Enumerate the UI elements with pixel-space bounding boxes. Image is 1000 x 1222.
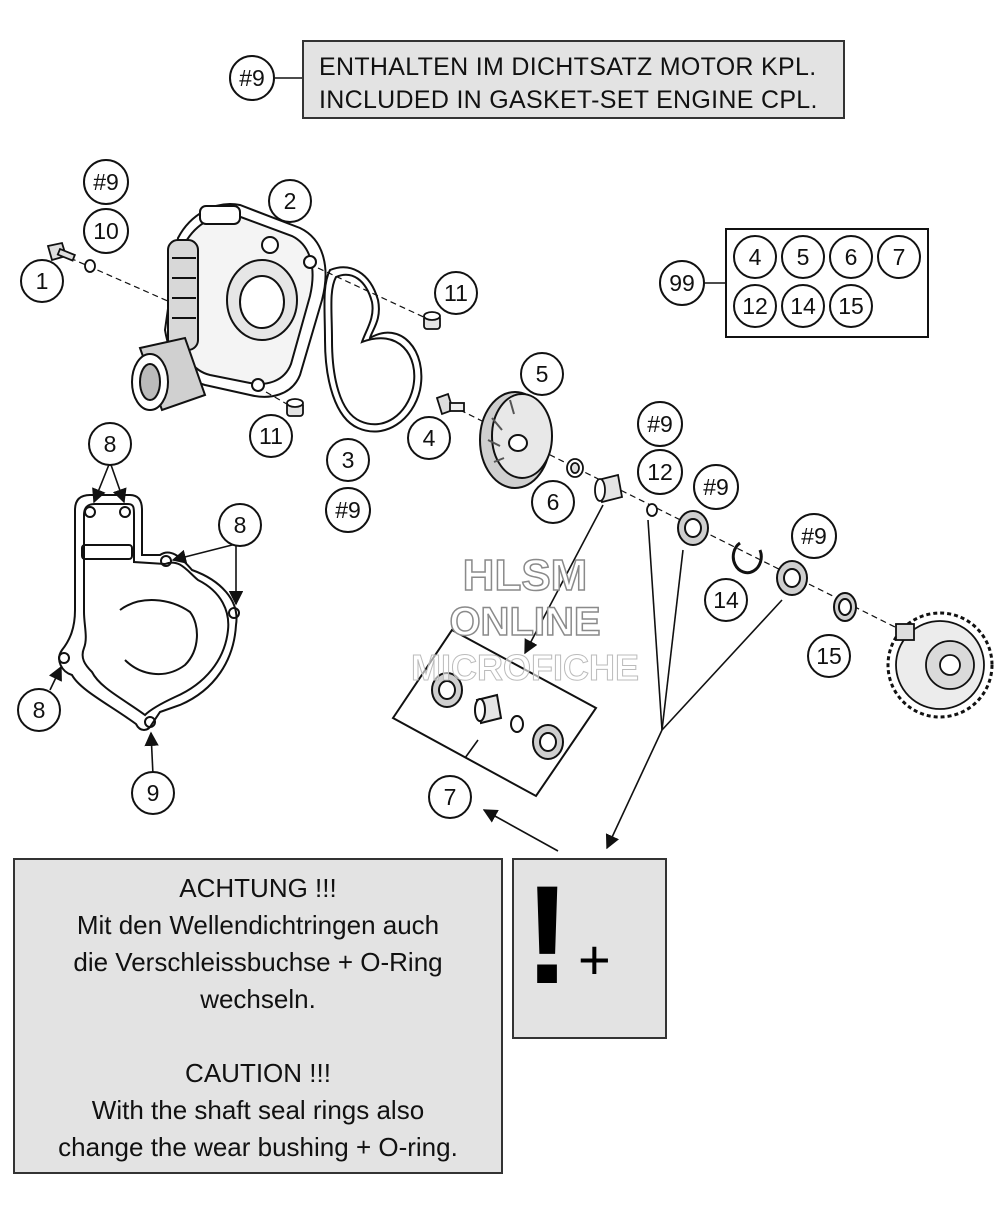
gasket-note-de: ENTHALTEN IM DICHTSATZ MOTOR KPL. <box>319 53 817 81</box>
kit-item-12: 12 <box>733 284 777 328</box>
callout-10: 10 <box>83 208 129 254</box>
plus-icon: + <box>578 928 611 991</box>
svg-text:6: 6 <box>845 244 858 270</box>
callout-12: 12 <box>637 449 683 495</box>
callout-9: 9 <box>131 771 175 815</box>
callout-ref-seal-inner: #9 <box>693 464 739 510</box>
leader-lines <box>48 77 783 852</box>
kit-99: 99 4 5 6 7 12 14 15 <box>659 228 929 338</box>
kit-item-15: 15 <box>829 284 873 328</box>
svg-text:#9: #9 <box>647 411 673 437</box>
svg-text:4: 4 <box>423 425 436 451</box>
pump-gasket-drawing <box>58 494 240 731</box>
callout-8-top: 8 <box>88 422 132 466</box>
warning-box: ! + <box>512 858 667 1039</box>
pump-cover-drawing <box>131 203 327 412</box>
callout-ref-o-ring: #9 <box>637 401 683 447</box>
callout-5: 5 <box>520 352 564 396</box>
callout-ref-gasket: #9 <box>325 487 371 533</box>
svg-text:#9: #9 <box>703 474 729 500</box>
callout-14: 14 <box>704 578 748 622</box>
cover-gasket-drawing <box>323 266 423 433</box>
caution-line-en-2: change the wear bushing + O-ring. <box>58 1132 458 1162</box>
callout-2: 2 <box>268 179 312 223</box>
seal-kit-parts <box>431 672 564 760</box>
callout-11-upper: 11 <box>434 271 478 315</box>
callout-15: 15 <box>807 634 851 678</box>
svg-text:4: 4 <box>749 244 762 270</box>
kit-item-5: 5 <box>781 235 825 279</box>
svg-text:1: 1 <box>36 268 49 294</box>
svg-text:10: 10 <box>93 218 119 244</box>
callout-3: 3 <box>326 438 370 482</box>
svg-text:12: 12 <box>647 459 673 485</box>
svg-text:8: 8 <box>33 697 46 723</box>
bolt-drawing <box>46 241 96 273</box>
caution-title-en: CAUTION !!! <box>185 1058 331 1088</box>
kit-item-7: 7 <box>877 235 921 279</box>
seal-kit-frame <box>391 628 598 798</box>
svg-text:2: 2 <box>284 188 297 214</box>
impeller-drawing <box>479 391 553 489</box>
kit-item-6: 6 <box>829 235 873 279</box>
svg-text:12: 12 <box>742 293 768 319</box>
svg-text:14: 14 <box>713 587 739 613</box>
svg-text:8: 8 <box>234 512 247 538</box>
svg-text:7: 7 <box>893 244 906 270</box>
caution-line-de-3: wechseln. <box>200 984 316 1014</box>
impeller-bolt-drawing <box>435 392 465 416</box>
svg-text:#9: #9 <box>335 497 361 523</box>
exclamation-icon: ! <box>524 856 571 1013</box>
caution-line-en-1: With the shaft seal rings also <box>91 1095 425 1125</box>
svg-text:#9: #9 <box>239 65 265 91</box>
caution-title-de: ACHTUNG !!! <box>179 873 337 903</box>
kit-item-4: 4 <box>733 235 777 279</box>
svg-text:6: 6 <box>547 489 560 515</box>
gear-drawing <box>886 611 994 719</box>
svg-text:#9: #9 <box>801 523 827 549</box>
caution-line-de-2: die Verschleissbuchse + O-Ring <box>73 947 443 977</box>
kit-item-14: 14 <box>781 284 825 328</box>
svg-text:8: 8 <box>104 431 117 457</box>
svg-text:99: 99 <box>669 270 695 296</box>
callout-1: 1 <box>20 259 64 303</box>
svg-text:5: 5 <box>797 244 810 270</box>
callout-6: 6 <box>531 480 575 524</box>
callout-8-right: 8 <box>218 503 262 547</box>
svg-text:9: 9 <box>147 780 160 806</box>
svg-text:15: 15 <box>816 643 842 669</box>
svg-text:15: 15 <box>838 293 864 319</box>
gasket-set-note: ENTHALTEN IM DICHTSATZ MOTOR KPL. INCLUD… <box>302 40 845 119</box>
callout-8-left: 8 <box>17 688 61 732</box>
svg-text:14: 14 <box>790 293 816 319</box>
gasket-note-en: INCLUDED IN GASKET-SET ENGINE CPL. <box>319 86 818 114</box>
callout-7: 7 <box>428 775 472 819</box>
caution-line-de-1: Mit den Wellendichtringen auch <box>76 910 440 940</box>
callout-11-lower: 11 <box>249 414 293 458</box>
callout-ref-header: #9 <box>229 55 275 101</box>
seal-drawings <box>677 510 857 622</box>
svg-text:#9: #9 <box>93 169 119 195</box>
callout-ref-seal-outer: #9 <box>791 513 837 559</box>
svg-text:3: 3 <box>342 447 355 473</box>
svg-text:11: 11 <box>444 280 468 306</box>
svg-text:5: 5 <box>536 361 549 387</box>
dowel-drawings <box>286 311 441 417</box>
svg-text:11: 11 <box>259 423 283 449</box>
caution-note: ACHTUNG !!! Mit den Wellendichtringen au… <box>13 858 503 1174</box>
callout-4: 4 <box>407 416 451 460</box>
shaft-parts-drawing <box>566 458 658 517</box>
callout-ref-bolt: #9 <box>83 159 129 205</box>
svg-text:7: 7 <box>444 784 457 810</box>
callout-99: 99 <box>659 260 705 306</box>
